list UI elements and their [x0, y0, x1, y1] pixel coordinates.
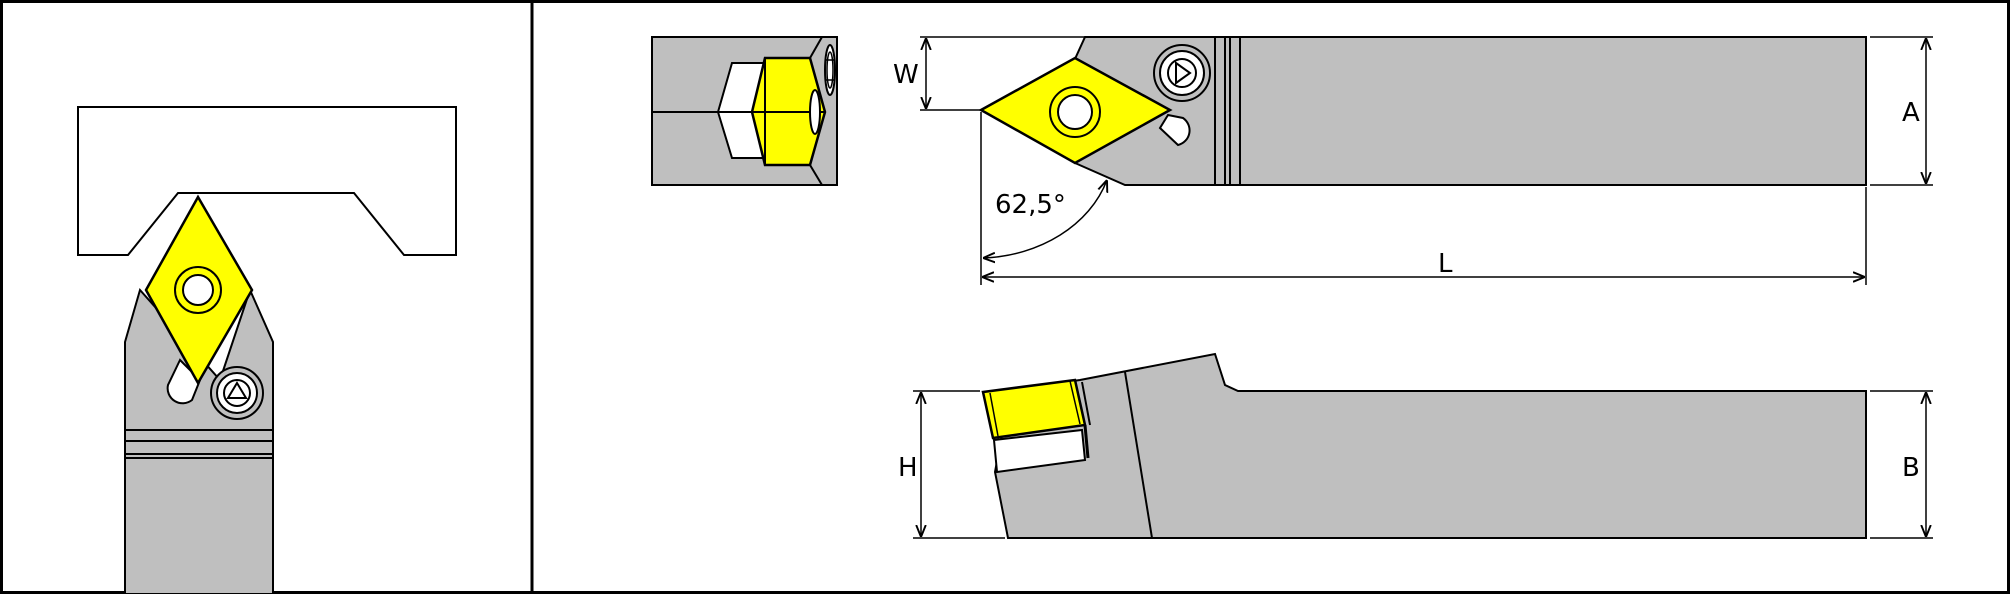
application-view: [77, 106, 457, 594]
dim-label-h: H: [898, 453, 918, 483]
dim-label-b: B: [1902, 453, 1920, 483]
clamp-slot-top: [1158, 113, 1191, 147]
top-view: W A L 62,5°: [893, 36, 1933, 285]
dim-label-w: W: [893, 60, 919, 90]
side-view: H B: [898, 352, 1933, 539]
clamp-screw-icon: [210, 366, 264, 420]
clamp-slot: [166, 358, 202, 405]
insert-hole-inner: [182, 274, 214, 306]
torx-screw-icon: [1153, 44, 1211, 102]
dim-label-l: L: [1438, 249, 1453, 279]
shim-side: [992, 428, 1087, 474]
end-view: [651, 36, 838, 186]
dim-label-a: A: [1902, 98, 1920, 128]
holder-side-view: [993, 352, 1867, 539]
insert-hole-inner: [1057, 94, 1093, 130]
workpiece-profile: [77, 106, 457, 256]
angle-label: 62,5°: [995, 190, 1066, 220]
angle-arc: [983, 180, 1107, 258]
